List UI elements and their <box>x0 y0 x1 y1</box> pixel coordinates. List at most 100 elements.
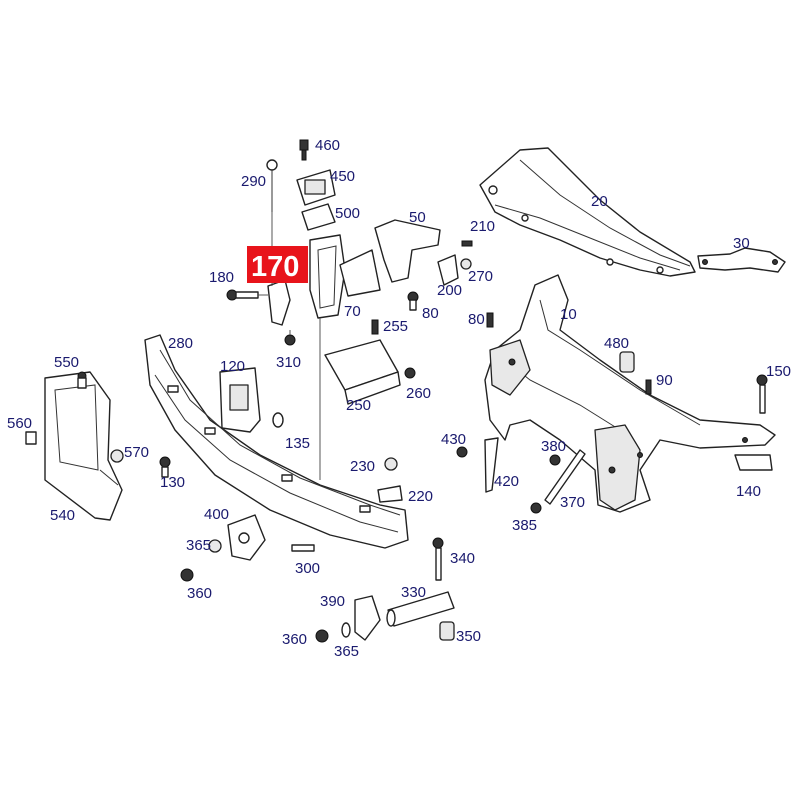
label-400: 400 <box>204 506 229 523</box>
label-570: 570 <box>124 444 149 461</box>
clip-260[interactable] <box>404 367 416 379</box>
label-20: 20 <box>591 193 608 210</box>
tube-330[interactable] <box>386 591 455 627</box>
bracket-200[interactable] <box>437 254 459 286</box>
bracket-50[interactable] <box>374 219 441 283</box>
label-365-left: 365 <box>186 537 211 554</box>
bracket-140[interactable] <box>734 454 773 471</box>
fastener-550[interactable] <box>77 371 87 389</box>
nut-360-left[interactable] <box>180 568 194 582</box>
bolt-340[interactable] <box>432 537 444 581</box>
label-260: 260 <box>406 385 431 402</box>
bolt-80-upper[interactable] <box>407 291 419 311</box>
rod-370[interactable] <box>544 449 586 505</box>
label-360-left: 360 <box>187 585 212 602</box>
highlight-label-170[interactable]: 170 <box>247 246 308 283</box>
label-10: 10 <box>560 306 577 323</box>
bolt-180[interactable] <box>226 289 259 301</box>
bolt-210[interactable] <box>461 240 473 247</box>
highlight-label-170-text: 170 <box>251 251 299 283</box>
bracket-30[interactable] <box>697 247 786 273</box>
label-80-upper: 80 <box>422 305 439 322</box>
label-230: 230 <box>350 458 375 475</box>
label-290: 290 <box>241 173 266 190</box>
side-frame-540[interactable] <box>44 371 123 521</box>
label-90: 90 <box>656 372 673 389</box>
bracket-390[interactable] <box>354 595 381 641</box>
bolt-430[interactable] <box>456 446 468 458</box>
front-carrier-10[interactable] <box>484 274 776 513</box>
label-385: 385 <box>512 517 537 534</box>
clip-365-left[interactable] <box>208 539 222 553</box>
label-500: 500 <box>335 205 360 222</box>
clip-560[interactable] <box>25 431 37 445</box>
label-460: 460 <box>315 137 340 154</box>
label-80-right: 80 <box>468 311 485 328</box>
bracket-400[interactable] <box>227 514 266 561</box>
bolt-380[interactable] <box>549 454 561 466</box>
label-330: 330 <box>401 584 426 601</box>
label-300: 300 <box>295 560 320 577</box>
hood-latch-170[interactable] <box>267 279 291 326</box>
clip-365-lower[interactable] <box>341 622 351 638</box>
label-200: 200 <box>437 282 462 299</box>
label-365-lower: 365 <box>334 643 359 660</box>
label-220: 220 <box>408 488 433 505</box>
part-labels: 10 20 30 50 70 80 80 90 120 130 135 140 … <box>7 137 791 660</box>
label-270: 270 <box>468 268 493 285</box>
label-135: 135 <box>285 435 310 452</box>
label-210: 210 <box>470 218 495 235</box>
label-560: 560 <box>7 415 32 432</box>
bolt-80-right[interactable] <box>486 312 494 328</box>
bracket-120[interactable] <box>219 367 261 433</box>
label-140: 140 <box>736 483 761 500</box>
label-370: 370 <box>560 494 585 511</box>
bumper-beam-280[interactable] <box>144 334 409 549</box>
label-350: 350 <box>456 628 481 645</box>
bolt-460[interactable] <box>299 139 309 161</box>
clip-300[interactable] <box>291 544 315 552</box>
label-420: 420 <box>494 473 519 490</box>
label-180: 180 <box>209 269 234 286</box>
label-480: 480 <box>604 335 629 352</box>
cover-250[interactable] <box>324 339 401 405</box>
label-30: 30 <box>733 235 750 252</box>
label-540: 540 <box>50 507 75 524</box>
fastener-135[interactable] <box>272 412 284 428</box>
label-280: 280 <box>168 335 193 352</box>
label-360-lower: 360 <box>282 631 307 648</box>
clip-570[interactable] <box>110 449 124 463</box>
bolt-150[interactable] <box>756 374 768 414</box>
bolt-385[interactable] <box>530 502 542 514</box>
bolt-255[interactable] <box>371 319 379 335</box>
bolt-90[interactable] <box>645 379 652 395</box>
clip-270[interactable] <box>460 258 472 270</box>
fastener-230[interactable] <box>384 457 398 471</box>
clip-220[interactable] <box>377 485 403 503</box>
label-340: 340 <box>450 550 475 567</box>
label-120: 120 <box>220 358 245 375</box>
strut-420[interactable] <box>484 437 499 493</box>
bolt-310[interactable] <box>284 334 296 346</box>
mount-450[interactable] <box>296 169 336 206</box>
label-380: 380 <box>541 438 566 455</box>
label-450: 450 <box>330 168 355 185</box>
pin-290[interactable] <box>266 159 278 212</box>
bolt-130[interactable] <box>159 456 171 478</box>
sensor-480[interactable] <box>619 351 635 373</box>
support-column-70[interactable] <box>309 234 381 319</box>
label-250: 250 <box>346 397 371 414</box>
label-255: 255 <box>383 318 408 335</box>
upper-cross-member-20[interactable] <box>479 147 696 277</box>
label-50: 50 <box>409 209 426 226</box>
mount-500[interactable] <box>301 203 336 231</box>
label-150: 150 <box>766 363 791 380</box>
nut-360-lower[interactable] <box>315 629 329 643</box>
bushing-350[interactable] <box>439 621 455 641</box>
label-550: 550 <box>54 354 79 371</box>
label-70: 70 <box>344 303 361 320</box>
label-430: 430 <box>441 431 466 448</box>
label-310: 310 <box>276 354 301 371</box>
label-390: 390 <box>320 593 345 610</box>
